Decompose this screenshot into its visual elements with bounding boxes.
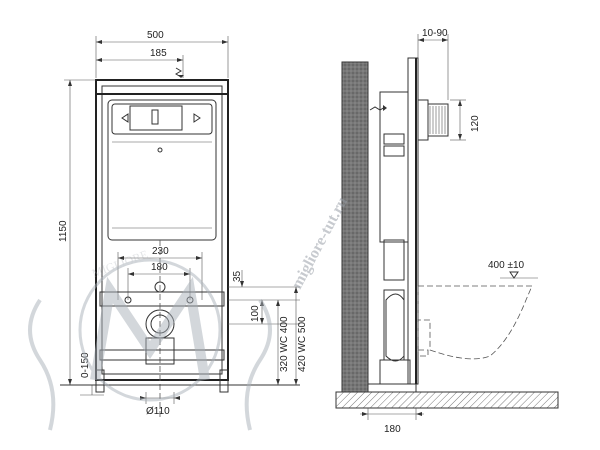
dim-400: 400 ±10: [488, 260, 525, 271]
dim-180-depth: 180: [384, 424, 401, 435]
dim-185: 185: [150, 48, 167, 59]
dim-0-150: 0-150: [80, 352, 91, 378]
dim-120: 120: [470, 115, 481, 132]
dim-420-wc-500: 420 WC 500: [297, 316, 308, 372]
dim-500: 500: [147, 30, 164, 41]
dim-320-wc-400: 320 WC 400: [279, 316, 290, 372]
front-view: 500 185 230 180: [58, 30, 308, 420]
wall: [341, 61, 369, 393]
dim-230: 230: [152, 246, 169, 257]
dim-1150: 1150: [58, 220, 69, 242]
toilet-bowl: [418, 285, 533, 360]
dim-10-90: 10-90: [422, 28, 448, 39]
dim-180-front: 180: [151, 262, 168, 273]
floor: [335, 391, 559, 409]
dim-d110: Ø110: [146, 406, 170, 417]
watermark-logo-text: MIGLIORE: [90, 247, 150, 280]
dim-35: 35: [232, 270, 243, 282]
side-view: 10-90 120 400 ±10 180: [335, 28, 559, 435]
dim-100: 100: [250, 305, 261, 322]
